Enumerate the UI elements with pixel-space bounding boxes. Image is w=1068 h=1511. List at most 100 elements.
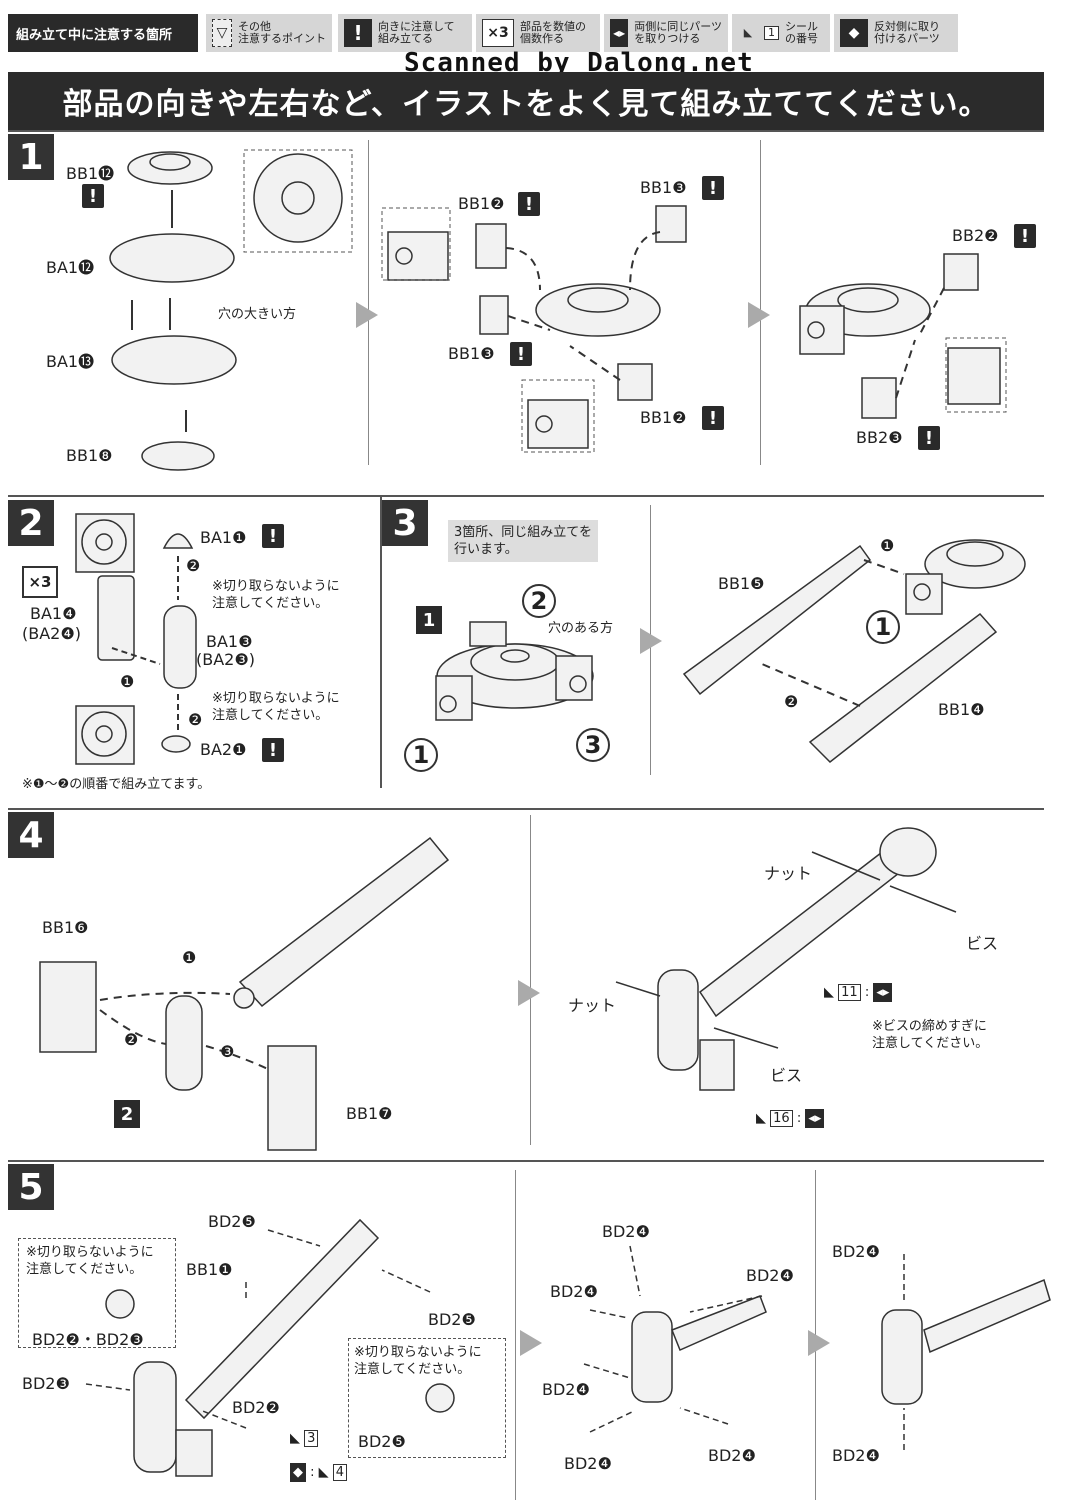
part-label: BD2❹ [564, 1454, 612, 1473]
position-marker: 1 [866, 610, 900, 644]
position-marker: 3 [576, 728, 610, 762]
legend-item-both-sides: ◂▸ 両側に同じパーツ を取りつける [604, 14, 728, 52]
exclamation-icon: ! [82, 184, 104, 208]
caution-note: ※切り取らないように 注意してください。 [212, 579, 340, 611]
part-label: BB2❸ [856, 428, 903, 447]
seal-number: 1 [764, 26, 779, 40]
screw-note: ※ビスの締めすぎに 注意してください。 [872, 1019, 989, 1051]
sequence-marker: ❷ [188, 710, 203, 729]
part-label: BD2❹ [832, 1446, 880, 1465]
opposite-side-icon: ◆ [290, 1463, 306, 1482]
both-sides-icon: ◂▸ [873, 983, 893, 1002]
sequence-marker: ❷ [784, 692, 799, 711]
multiply-icon: ×3 [22, 566, 58, 598]
seal-icon: ◣ [756, 1111, 766, 1126]
legend-label: 部品を数値の 個数作る [520, 20, 586, 45]
page-banner: 部品の向きや左右など、イラストをよく見て組み立ててください。 [8, 72, 1044, 130]
panel-divider [515, 1170, 516, 1500]
both-sides-icon: ◂▸ [610, 19, 629, 47]
part-label: BB1❼ [346, 1104, 393, 1123]
sequence-marker: ❷ [124, 1030, 139, 1049]
part-label: BB1❻ [42, 918, 89, 937]
part-label: BA1⓬ [46, 258, 95, 277]
detail-box [348, 1338, 506, 1458]
part-label: (BA2❸) [196, 650, 255, 669]
part-label: BB1❺ [718, 574, 765, 593]
caution-note: ※切り取らないように 注意してください。 [212, 691, 340, 723]
exclamation-icon: ! [702, 406, 724, 430]
exclamation-icon: ! [702, 176, 724, 200]
part-label: BD2❸ [22, 1374, 70, 1393]
callout-box: 2 [114, 1100, 140, 1128]
seal-number: 11 [838, 984, 861, 1001]
part-label: BB1❽ [66, 446, 113, 465]
opposite-side-icon: ◆ [840, 19, 868, 47]
sequence-marker: ❶ [120, 672, 135, 691]
panel-divider [380, 497, 382, 788]
seal-icon: ◣ [318, 1465, 329, 1480]
part-label: BB1⓬ [66, 164, 115, 183]
section-divider [8, 808, 1044, 810]
part-label: BD2❺ [358, 1432, 406, 1451]
seal-marker: ◣ 16 : ◂▸ [756, 1109, 825, 1128]
seal-marker: ◣ 3 [290, 1430, 319, 1447]
part-label: BA1❹ [30, 604, 77, 623]
exclamation-icon: ! [918, 426, 940, 450]
part-label: BB1❷ [640, 408, 687, 427]
part-label: (BA2❹) [22, 624, 81, 643]
flow-arrow [520, 1330, 542, 1356]
part-label: BD2❹ [550, 1282, 598, 1301]
caution-note: ※切り取らないように 注意してください。 [26, 1245, 154, 1277]
section-divider [8, 1160, 1044, 1162]
callout-box: 1 [416, 606, 442, 634]
flow-arrow [808, 1330, 830, 1356]
seal-number: 3 [304, 1430, 319, 1447]
legend-label: 反対側に取り 付けるパーツ [874, 20, 940, 45]
exclamation-icon: ! [344, 19, 372, 47]
section-divider [8, 495, 1044, 497]
legend-label: シール の番号 [785, 20, 818, 45]
seal-marker: ◣ 11 : ◂▸ [824, 983, 893, 1002]
sequence-marker: ❷ [186, 556, 201, 575]
legend-item-multiply: ×3 部品を数値の 個数作る [476, 14, 600, 52]
multiply-icon: ×3 [482, 19, 514, 47]
seal-icon: ◣ [290, 1431, 300, 1446]
nut-label: ナット [568, 996, 617, 1015]
part-label: BD2❺ [428, 1310, 476, 1329]
legend-item-opposite: ◆ 反対側に取り 付けるパーツ [834, 14, 958, 52]
seal-number: 16 [770, 1110, 793, 1127]
position-marker: 1 [404, 738, 438, 772]
part-label: BA1❶ [200, 528, 247, 547]
part-label: BB2❷ [952, 226, 999, 245]
seal-marker: ◆ : ◣ 4 [290, 1463, 348, 1482]
hole-note: 穴の大きい方 [218, 307, 297, 322]
legend-item-orientation: ! 向きに注意して 組み立てる [338, 14, 472, 52]
exclamation-icon: ! [518, 192, 540, 216]
part-label: BA2❶ [200, 740, 247, 759]
step-number: 5 [8, 1164, 54, 1210]
part-label: BD2❹ [602, 1222, 650, 1241]
flow-arrow [356, 302, 378, 328]
caution-note: ※切り取らないように 注意してください。 [354, 1345, 482, 1377]
part-label: BD2❺ [208, 1212, 256, 1231]
step-number: 4 [8, 812, 54, 858]
part-label: BB1❷ [458, 194, 505, 213]
exclamation-icon: ! [262, 738, 284, 762]
part-label: BD2❷・BD2❸ [32, 1330, 144, 1349]
hole-note: 穴のある方 [548, 621, 614, 636]
order-note: ※❶～❷の順番で組み立てます。 [22, 777, 211, 792]
part-label: BD2❹ [746, 1266, 794, 1285]
step-number: 1 [8, 134, 54, 180]
legend-label: 両側に同じパーツ を取りつける [634, 20, 722, 45]
detail-box [18, 1238, 176, 1348]
exclamation-icon: ! [510, 342, 532, 366]
screw-label: ビス [966, 934, 999, 953]
step-number: 2 [8, 500, 54, 546]
seal-icon: ◣ [743, 26, 753, 39]
seal-icon: ◣ [824, 985, 834, 1000]
